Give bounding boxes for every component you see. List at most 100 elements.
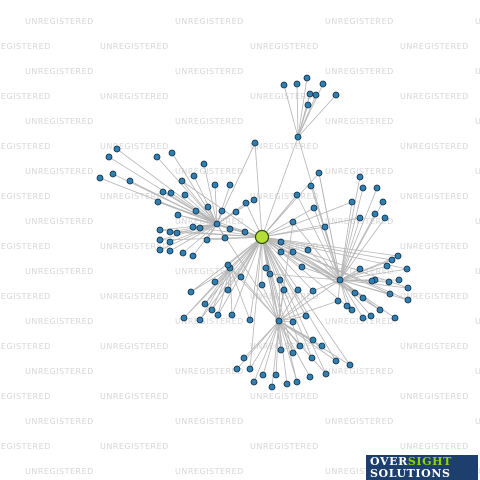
network-node[interactable]: [242, 199, 250, 207]
network-node[interactable]: [166, 228, 174, 236]
network-node[interactable]: [388, 256, 396, 264]
network-node[interactable]: [173, 229, 181, 237]
network-node[interactable]: [351, 289, 359, 297]
network-node[interactable]: [404, 284, 412, 292]
network-node[interactable]: [293, 191, 301, 199]
network-node[interactable]: [348, 306, 356, 314]
network-node[interactable]: [189, 223, 197, 231]
network-node[interactable]: [156, 236, 164, 244]
network-node[interactable]: [166, 247, 174, 255]
network-node[interactable]: [272, 371, 280, 379]
network-node[interactable]: [168, 149, 176, 157]
network-node[interactable]: [383, 262, 391, 270]
network-node[interactable]: [359, 314, 367, 322]
network-node[interactable]: [289, 218, 297, 226]
network-node[interactable]: [237, 273, 245, 281]
network-node[interactable]: [181, 191, 189, 199]
network-node[interactable]: [309, 287, 317, 295]
network-node[interactable]: [208, 306, 216, 314]
network-node[interactable]: [196, 224, 204, 232]
network-node[interactable]: [356, 265, 364, 273]
network-node[interactable]: [159, 188, 167, 196]
network-node[interactable]: [289, 349, 297, 357]
network-node[interactable]: [321, 223, 329, 231]
network-node[interactable]: [268, 383, 276, 391]
network-node[interactable]: [224, 261, 232, 269]
network-node[interactable]: [178, 177, 186, 185]
network-node[interactable]: [180, 314, 188, 322]
central-focus-node[interactable]: [254, 229, 270, 245]
network-node[interactable]: [315, 169, 323, 177]
network-node[interactable]: [356, 173, 364, 181]
network-node[interactable]: [348, 198, 356, 206]
network-node[interactable]: [304, 101, 312, 109]
network-node[interactable]: [192, 207, 200, 215]
network-node[interactable]: [381, 214, 389, 222]
network-node[interactable]: [275, 317, 283, 325]
network-node[interactable]: [356, 214, 364, 222]
network-node[interactable]: [318, 342, 326, 350]
network-node[interactable]: [277, 238, 285, 246]
network-node[interactable]: [293, 80, 301, 88]
network-node[interactable]: [280, 286, 288, 294]
network-node[interactable]: [359, 294, 367, 302]
network-node[interactable]: [166, 238, 174, 246]
network-node[interactable]: [250, 196, 258, 204]
network-node[interactable]: [211, 181, 219, 189]
network-node[interactable]: [322, 370, 330, 378]
network-node[interactable]: [302, 312, 310, 320]
network-node[interactable]: [332, 357, 340, 365]
network-node[interactable]: [233, 365, 241, 373]
network-node[interactable]: [298, 263, 306, 271]
network-node[interactable]: [294, 286, 302, 294]
network-node[interactable]: [232, 208, 240, 216]
network-node[interactable]: [266, 270, 274, 278]
network-node[interactable]: [309, 336, 317, 344]
network-node[interactable]: [346, 361, 354, 369]
network-node[interactable]: [403, 265, 411, 273]
network-node[interactable]: [280, 81, 288, 89]
network-node[interactable]: [319, 80, 327, 88]
network-node[interactable]: [154, 198, 162, 206]
network-node[interactable]: [334, 297, 342, 305]
network-node[interactable]: [224, 286, 232, 294]
network-node[interactable]: [156, 226, 164, 234]
network-node[interactable]: [336, 276, 344, 284]
network-node[interactable]: [221, 234, 229, 242]
network-node[interactable]: [359, 184, 367, 192]
network-node[interactable]: [167, 189, 175, 197]
network-node[interactable]: [226, 225, 234, 233]
network-node[interactable]: [214, 311, 222, 319]
network-node[interactable]: [226, 181, 234, 189]
network-node[interactable]: [303, 74, 311, 82]
network-node[interactable]: [109, 170, 117, 178]
network-node[interactable]: [241, 228, 249, 236]
network-node[interactable]: [373, 184, 381, 192]
network-node[interactable]: [332, 91, 340, 99]
network-node[interactable]: [277, 248, 285, 256]
network-node[interactable]: [289, 318, 297, 326]
network-node[interactable]: [304, 246, 312, 254]
network-node[interactable]: [368, 277, 376, 285]
network-node[interactable]: [395, 276, 403, 284]
network-node[interactable]: [306, 373, 314, 381]
network-node[interactable]: [296, 342, 304, 350]
network-node[interactable]: [376, 306, 384, 314]
network-node[interactable]: [218, 207, 226, 215]
network-node[interactable]: [312, 91, 320, 99]
network-node[interactable]: [174, 211, 182, 219]
network-node[interactable]: [200, 160, 208, 168]
network-node[interactable]: [386, 290, 394, 298]
network-node[interactable]: [379, 198, 387, 206]
network-node[interactable]: [283, 380, 291, 388]
network-node[interactable]: [213, 220, 221, 228]
network-node[interactable]: [179, 249, 187, 257]
network-node[interactable]: [250, 378, 258, 386]
network-node[interactable]: [308, 354, 316, 362]
network-node[interactable]: [262, 264, 270, 272]
network-node[interactable]: [371, 210, 379, 218]
network-node[interactable]: [201, 300, 209, 308]
network-node[interactable]: [258, 281, 266, 289]
network-node[interactable]: [343, 302, 351, 310]
network-node[interactable]: [307, 182, 315, 190]
